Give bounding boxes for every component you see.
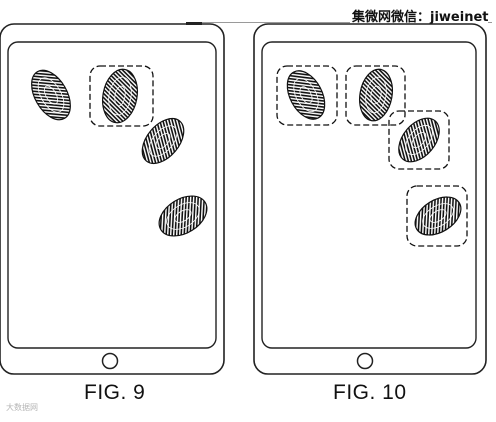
fig10-fingerprint-3 — [398, 117, 440, 163]
fig10-tablet — [253, 23, 487, 375]
fig10-fingerprint-4 — [414, 196, 462, 236]
fig9-caption: FIG. 9 — [84, 381, 146, 404]
fig10-fingerprint-2 — [359, 68, 393, 122]
fig10-home-button — [356, 352, 374, 370]
fig9-touch-box — [89, 65, 154, 127]
fig9-tablet — [0, 22, 225, 375]
fig9-tablet-top-button — [186, 22, 202, 25]
fig9-fingerprint-4 — [158, 195, 208, 237]
fig10-touch-box-3 — [388, 110, 450, 170]
fig10-touch-box-2 — [345, 65, 406, 126]
fig10-fingerprint-1 — [286, 70, 326, 120]
fig9-fingerprint-2 — [102, 68, 138, 124]
fig10-dashed-detection-box-1 — [276, 65, 338, 126]
header-caption: 集微网微信：jiweinet — [350, 6, 489, 25]
fig9-dashed-detection-box — [89, 65, 154, 127]
fig10-dashed-detection-box-2 — [345, 65, 406, 126]
fig10-dashed-detection-box-3 — [388, 110, 450, 170]
fig10-caption: FIG. 10 — [333, 381, 407, 404]
header-rule — [186, 22, 492, 23]
watermark-logo: 大数据网 — [6, 403, 38, 412]
fig10-touch-box-4 — [406, 185, 468, 247]
fig10-touch-box-1 — [276, 65, 338, 126]
fig9-fingerprint-1 — [31, 69, 71, 121]
fig9-home-button — [101, 352, 119, 370]
fig9-fingerprint-3 — [141, 117, 185, 165]
fig10-dashed-detection-box-4 — [406, 185, 468, 247]
